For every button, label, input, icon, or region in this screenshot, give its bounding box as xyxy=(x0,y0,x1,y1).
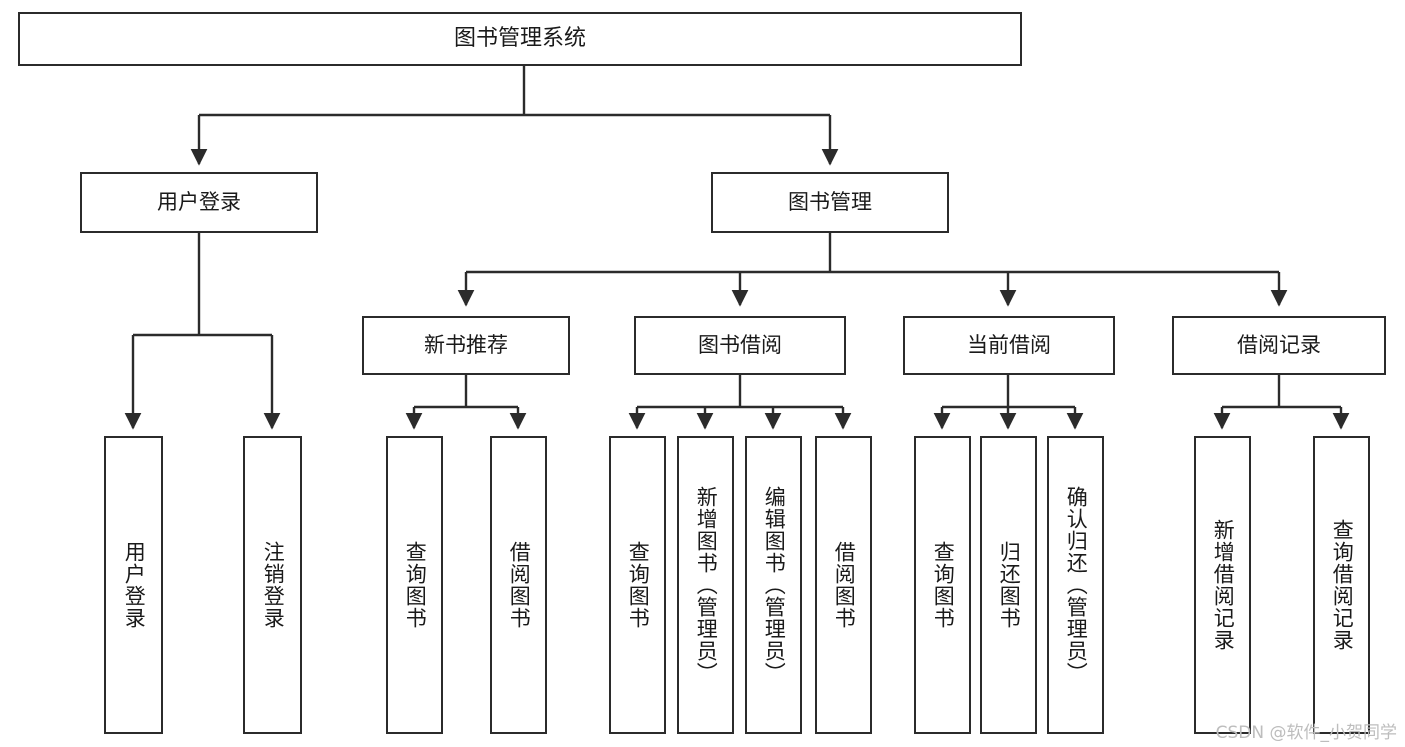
leaf-label: 归还图书 xyxy=(997,541,1022,629)
leaf-label: 新增借阅记录 xyxy=(1211,519,1236,651)
node-new-book-recommend-label: 新书推荐 xyxy=(424,333,508,358)
node-borrow-record-label: 借阅记录 xyxy=(1237,333,1321,358)
node-book-borrow[interactable]: 图书借阅 xyxy=(634,316,846,375)
leaf-label: 新增图书（管理员） xyxy=(694,486,719,684)
leaf-current-confirm-return-admin[interactable]: 确认归还（管理员） xyxy=(1047,436,1104,734)
leaf-borrow-query-book[interactable]: 查询图书 xyxy=(609,436,666,734)
leaf-borrow-edit-book-admin[interactable]: 编辑图书（管理员） xyxy=(745,436,802,734)
leaf-label: 查询图书 xyxy=(931,541,956,629)
node-current-borrow-label: 当前借阅 xyxy=(967,333,1051,358)
node-borrow-record[interactable]: 借阅记录 xyxy=(1172,316,1386,375)
leaf-label: 借阅图书 xyxy=(507,541,532,629)
leaf-label: 查询图书 xyxy=(626,541,651,629)
node-root-label: 图书管理系统 xyxy=(453,26,586,52)
leaf-user-login-login[interactable]: 用户登录 xyxy=(104,436,163,734)
leaf-borrow-add-book-admin[interactable]: 新增图书（管理员） xyxy=(677,436,734,734)
leaf-current-query-book[interactable]: 查询图书 xyxy=(914,436,971,734)
node-book-management[interactable]: 图书管理 xyxy=(711,172,949,233)
node-book-management-label: 图书管理 xyxy=(788,190,872,215)
node-user-login[interactable]: 用户登录 xyxy=(80,172,318,233)
leaf-record-query-record[interactable]: 查询借阅记录 xyxy=(1313,436,1370,734)
node-new-book-recommend[interactable]: 新书推荐 xyxy=(362,316,570,375)
leaf-label: 查询图书 xyxy=(403,541,428,629)
leaf-borrow-borrow-book[interactable]: 借阅图书 xyxy=(815,436,872,734)
leaf-label: 查询借阅记录 xyxy=(1330,519,1355,651)
leaf-current-return-book[interactable]: 归还图书 xyxy=(980,436,1037,734)
node-book-borrow-label: 图书借阅 xyxy=(698,333,782,358)
node-current-borrow[interactable]: 当前借阅 xyxy=(903,316,1115,375)
leaf-label: 借阅图书 xyxy=(832,541,857,629)
leaf-label: 编辑图书（管理员） xyxy=(762,486,787,684)
leaf-record-add-record[interactable]: 新增借阅记录 xyxy=(1194,436,1251,734)
leaf-label: 注销登录 xyxy=(261,541,286,629)
leaf-user-login-logout[interactable]: 注销登录 xyxy=(243,436,302,734)
node-user-login-label: 用户登录 xyxy=(157,190,241,215)
node-root[interactable]: 图书管理系统 xyxy=(18,12,1022,66)
leaf-label: 确认归还（管理员） xyxy=(1064,486,1089,684)
leaf-new-book-query[interactable]: 查询图书 xyxy=(386,436,443,734)
leaf-label: 用户登录 xyxy=(122,541,147,629)
watermark: CSDN @软件_小贺同学 xyxy=(1215,723,1397,743)
leaf-new-book-borrow[interactable]: 借阅图书 xyxy=(490,436,547,734)
